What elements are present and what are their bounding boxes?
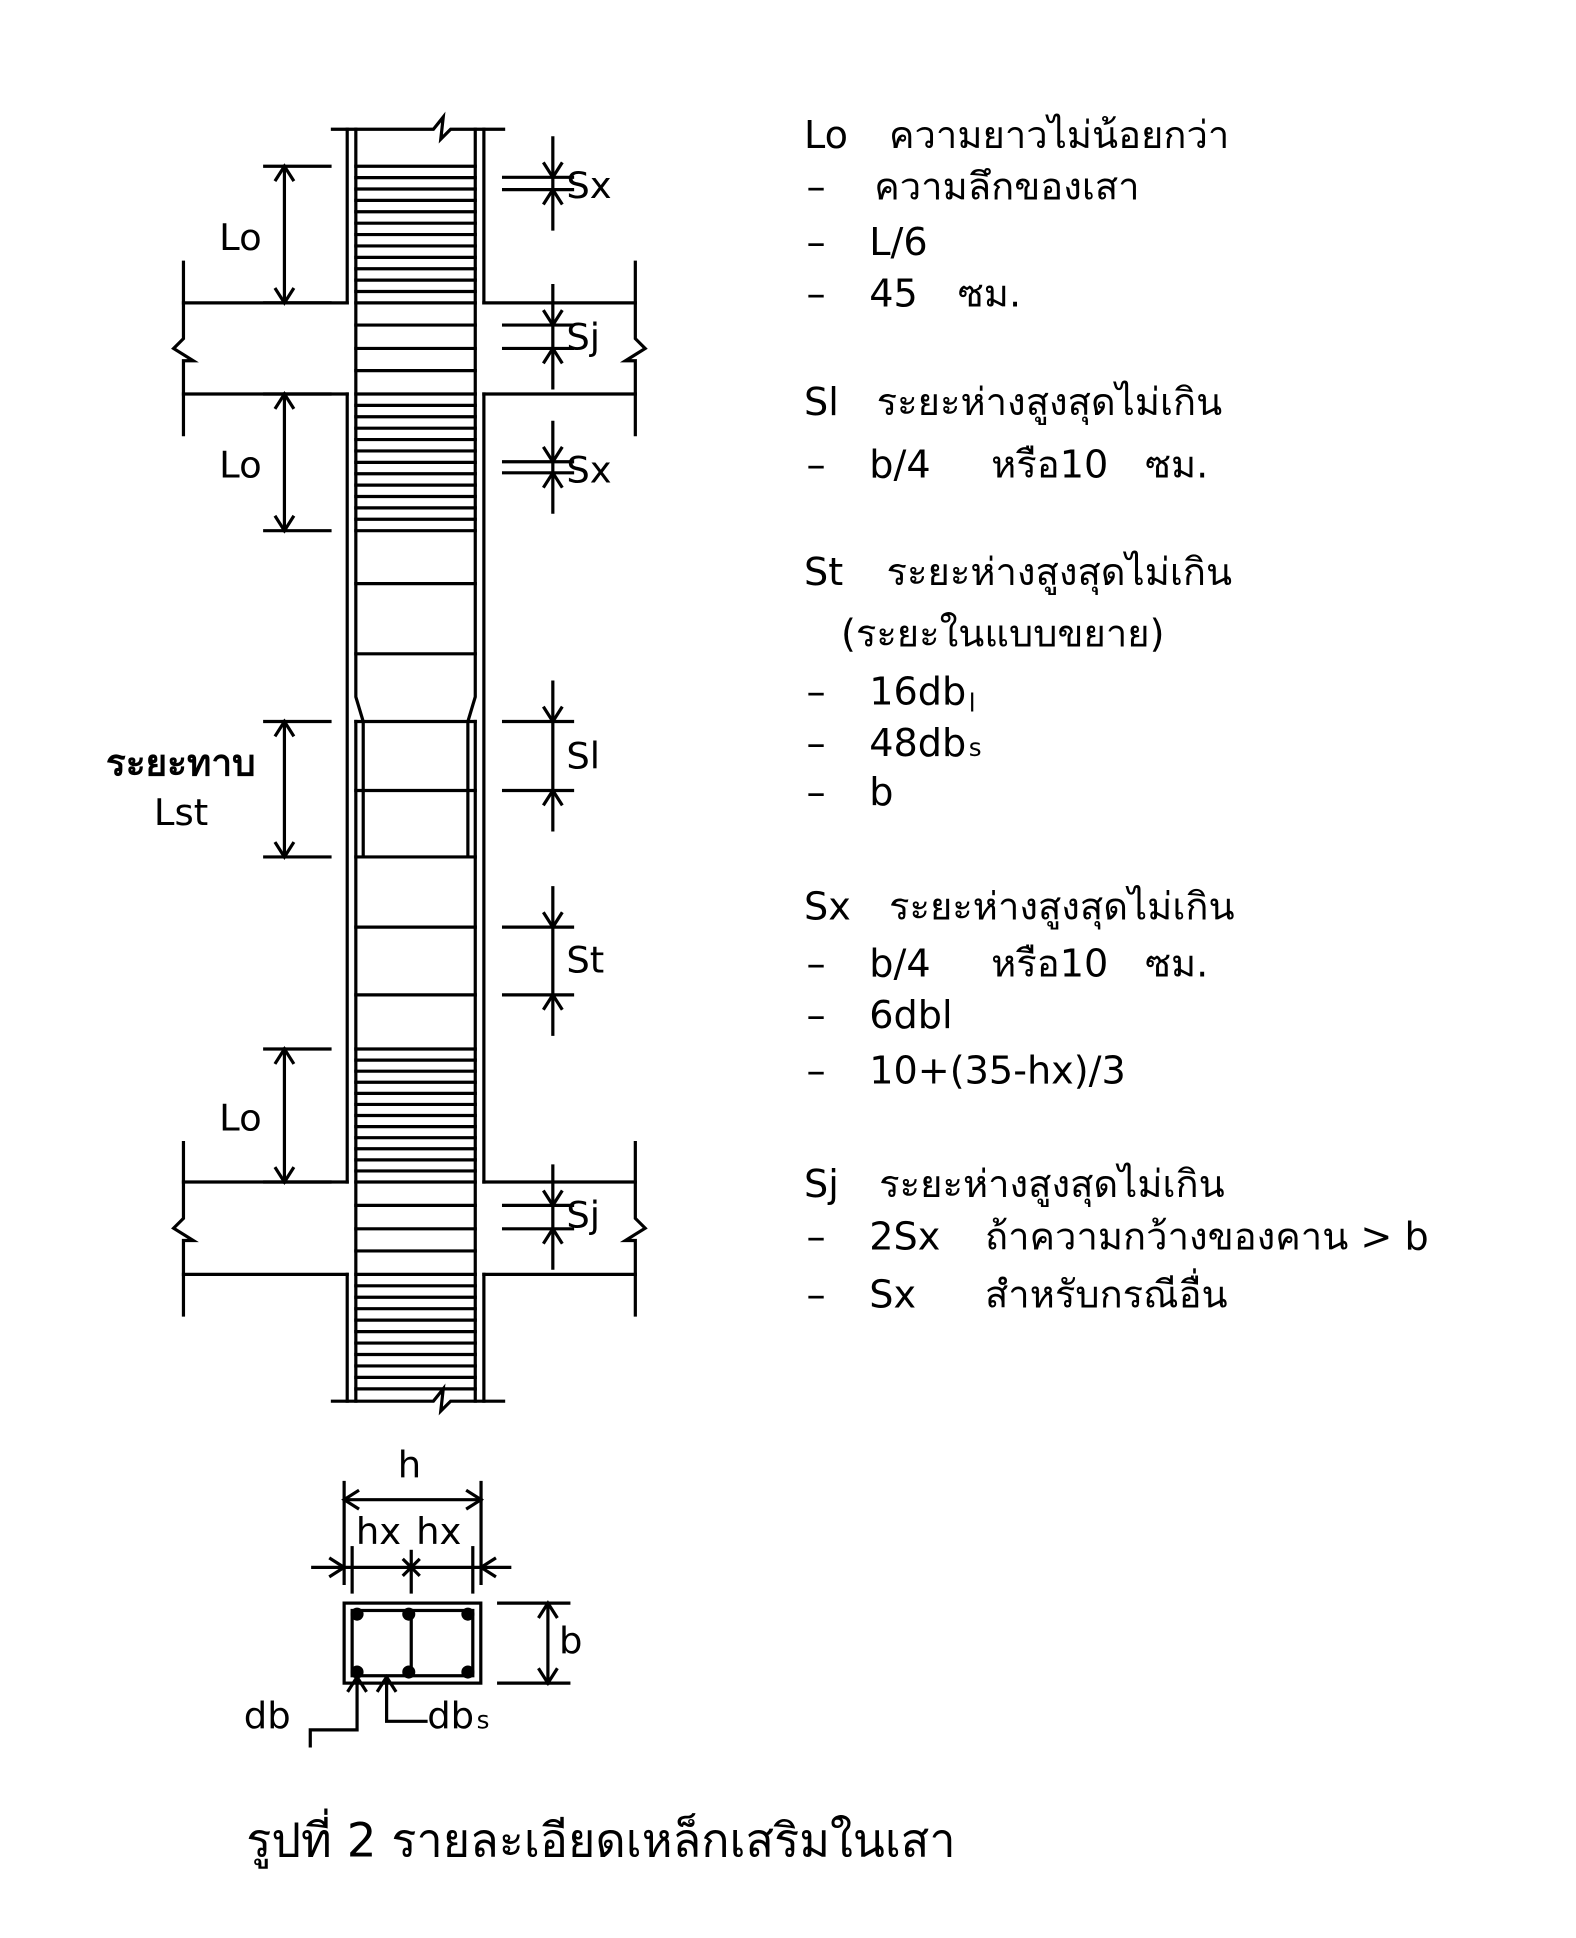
sx-label-top: Sx — [566, 164, 611, 207]
dash: – — [806, 669, 825, 713]
dash: – — [806, 941, 825, 985]
lo-item-1: ความลึกของเสา — [874, 164, 1139, 208]
rebar-dot — [350, 1607, 364, 1621]
rebar-dot — [402, 1607, 416, 1621]
hx-label-left: hx — [356, 1510, 401, 1553]
notes-sj: Sj ระยะห่างสูงสุดไม่เกิน – 2Sx ถ้าความกว… — [804, 1162, 1429, 1317]
b-label: b — [559, 1620, 582, 1663]
notes-lo: Lo ความยาวไม่น้อยกว่า – ความลึกของเสา – … — [804, 113, 1229, 316]
sx-item-3: 10+(35-hx)/3 — [869, 1049, 1126, 1093]
beam-break-line-right — [619, 260, 648, 437]
st-item-1-sub: l — [969, 689, 976, 718]
sj-label-top: Sj — [566, 316, 600, 359]
sl-item-value: b/4 — [869, 443, 930, 487]
sj-item-2-text: สำหรับกรณีอื่น — [985, 1268, 1228, 1317]
arrowhead-icon — [465, 1488, 485, 1511]
lo-label-middle: Lo — [219, 444, 262, 487]
sx-title: ระยะห่างสูงสุดไม่เกิน — [889, 885, 1235, 930]
sx-unit: ซม. — [1145, 941, 1208, 985]
beam-break-line-right — [619, 1141, 648, 1317]
dash: – — [806, 1215, 825, 1259]
dbs-main: db — [427, 1695, 474, 1738]
dash: – — [806, 770, 825, 814]
db-leader — [308, 1675, 359, 1748]
st-item-2-main: 48db — [869, 721, 966, 765]
dbs-leader — [385, 1675, 428, 1723]
lo-item-3: 45 — [869, 272, 918, 316]
lap-length-thai-label: ระยะทาบ — [106, 742, 256, 785]
sj-item-1-value: 2Sx — [869, 1215, 940, 1259]
sl-unit: ซม. — [1145, 443, 1208, 487]
lo-item-2: L/6 — [869, 220, 927, 264]
dash: – — [806, 443, 825, 487]
sx-label-middle: Sx — [566, 449, 611, 492]
st-title: ระยะห่างสูงสุดไม่เกิน — [887, 550, 1233, 595]
rebar-dot — [402, 1665, 416, 1679]
rebar-dot — [461, 1607, 475, 1621]
notes-sl: Sl ระยะห่างสูงสุดไม่เกิน – b/4 หรือ10 ซม… — [804, 380, 1222, 487]
db-label: db — [244, 1695, 291, 1738]
lo-label-top: Lo — [219, 216, 262, 259]
dash: – — [806, 220, 825, 264]
st-item-2-sub: s — [969, 733, 982, 762]
arrowhead-icon — [537, 1667, 559, 1687]
lo-unit: ซม. — [958, 272, 1021, 316]
sl-item-or: หรือ10 — [991, 443, 1108, 487]
arrowhead-icon — [537, 1600, 559, 1619]
hx-label-right: hx — [416, 1510, 461, 1553]
sl-title: ระยะห่างสูงสุดไม่เกิน — [877, 380, 1223, 425]
break-line-top — [330, 111, 506, 144]
dash: – — [806, 164, 825, 208]
dash: – — [806, 1273, 825, 1317]
dash: – — [806, 1049, 825, 1093]
st-key: St — [804, 550, 843, 594]
sx-item-1-value: b/4 — [869, 941, 930, 985]
figure-caption: รูปที่ 2 รายละเอียดเหล็กเสริมในเสา — [246, 1809, 955, 1870]
drawing-geometry — [171, 111, 648, 1748]
st-item-3: b — [869, 770, 893, 814]
break-line-bottom — [330, 1383, 506, 1416]
beam-break-line-left — [171, 260, 199, 437]
x-mark — [401, 1557, 421, 1578]
sj-label-bottom: Sj — [566, 1194, 600, 1237]
lo-title: ความยาวไม่น้อยกว่า — [889, 113, 1229, 157]
h-label: h — [398, 1444, 421, 1487]
arrowhead-icon — [341, 1488, 360, 1511]
sl-key: Sl — [804, 380, 839, 424]
sj-item-2-value: Sx — [869, 1273, 916, 1317]
arrowhead-icon — [346, 1673, 368, 1693]
section-outline — [342, 1601, 483, 1685]
dash: – — [806, 993, 825, 1037]
dash: – — [806, 272, 825, 316]
sj-key: Sj — [804, 1162, 839, 1206]
st-label: St — [566, 939, 604, 982]
sj-item-1-text: ถ้าความกว้างของคาน > b — [985, 1215, 1429, 1259]
st-subtitle: (ระยะในแบบขยาย) — [841, 611, 1165, 655]
arrowhead-icon — [478, 1556, 497, 1579]
lo-label-bottom: Lo — [219, 1096, 262, 1139]
sj-title: ระยะห่างสูงสุดไม่เกิน — [879, 1162, 1225, 1207]
sx-item-1-or: หรือ10 — [991, 941, 1108, 985]
lo-key: Lo — [804, 113, 848, 157]
arrowhead-icon — [328, 1556, 348, 1579]
lst-label: Lst — [154, 791, 208, 834]
notes-sx: Sx ระยะห่างสูงสุดไม่เกิน – b/4 หรือ10 ซม… — [804, 885, 1235, 1093]
arrowhead-icon — [375, 1673, 398, 1693]
sx-item-2: 6dbl — [869, 993, 952, 1037]
beam-break-line-left — [171, 1141, 199, 1317]
sl-label: Sl — [566, 734, 600, 777]
notes-st: St ระยะห่างสูงสุดไม่เกิน (ระยะในแบบขยาย)… — [804, 550, 1232, 814]
rebar-dot — [461, 1665, 475, 1679]
sx-key: Sx — [804, 885, 851, 929]
st-item-1-main: 16db — [869, 669, 966, 713]
dbs-subscript: s — [477, 1706, 490, 1735]
dash: – — [806, 721, 825, 765]
